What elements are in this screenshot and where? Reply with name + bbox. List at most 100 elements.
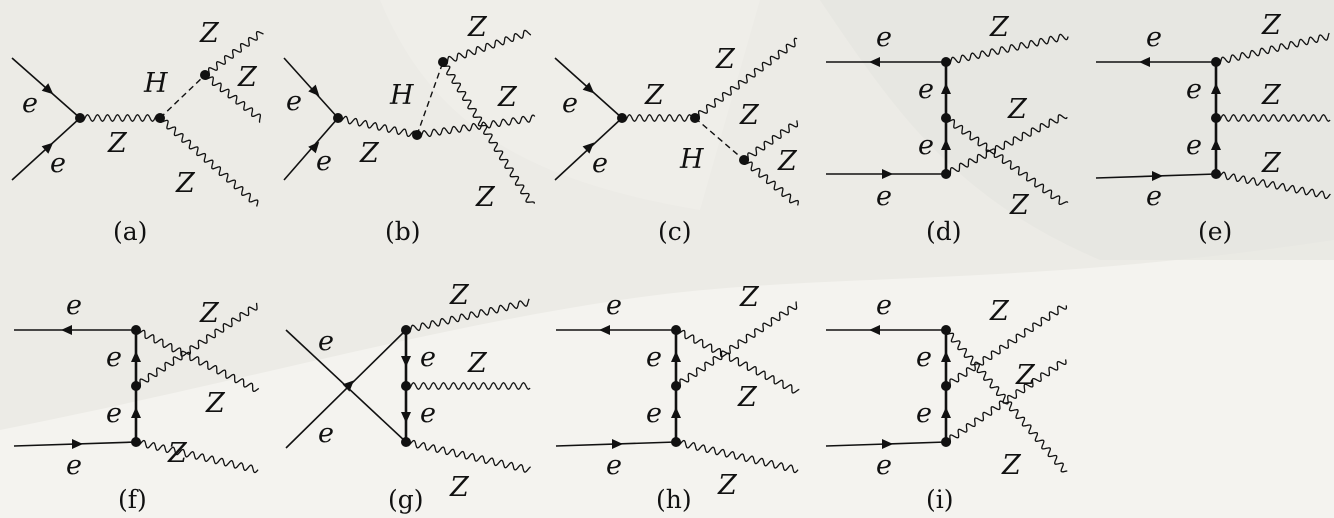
arrow-icon	[582, 142, 595, 154]
label: e	[66, 290, 82, 321]
vertex	[941, 437, 951, 447]
panel-caption: (h)	[656, 485, 692, 514]
panel-caption: (a)	[113, 217, 147, 246]
vertex	[1211, 113, 1221, 123]
vertex	[941, 57, 951, 67]
label: e	[562, 88, 578, 119]
arrow-icon	[882, 439, 893, 449]
arrow-icon	[941, 139, 951, 150]
label: e	[286, 86, 302, 117]
label: e	[50, 148, 66, 179]
label: e	[1146, 22, 1162, 53]
panel-caption: (e)	[1198, 217, 1232, 246]
panel-caption: (f)	[118, 485, 147, 514]
z-boson-line	[742, 159, 799, 206]
label: Z	[777, 146, 798, 177]
label: Z	[1007, 94, 1028, 125]
label: e	[318, 418, 334, 449]
arrow-icon	[41, 83, 54, 95]
label: e	[646, 398, 662, 429]
label: Z	[475, 182, 496, 213]
panel-b: e e Z H Z Z Z (b)	[283, 12, 536, 246]
arrow-icon	[308, 84, 320, 97]
label: e	[316, 146, 332, 177]
label: Z	[1015, 360, 1036, 391]
label: Z	[739, 282, 760, 313]
vertex	[1211, 169, 1221, 179]
z-propagator	[621, 114, 696, 122]
label: Z	[107, 128, 128, 159]
vertex	[131, 437, 141, 447]
label: e	[918, 74, 934, 105]
incoming-positron-line	[285, 329, 407, 449]
z-boson-line	[945, 117, 1069, 206]
arrow-icon	[599, 325, 610, 335]
arrow-icon	[941, 83, 951, 94]
panel-e: e e e e Z Z Z (e)	[1095, 10, 1331, 246]
label: e	[876, 22, 892, 53]
label: Z	[644, 80, 665, 111]
z-boson-line	[1215, 171, 1331, 200]
incoming-electron-line	[283, 57, 339, 119]
label: e	[646, 342, 662, 373]
label: Z	[175, 168, 196, 199]
vertex	[617, 113, 627, 123]
arrow-icon	[61, 325, 72, 335]
vertex	[412, 130, 422, 140]
label: Z	[739, 100, 760, 131]
vertex	[200, 70, 210, 80]
vertex	[671, 437, 681, 447]
arrow-icon	[869, 325, 880, 335]
arrow-icon	[671, 351, 681, 362]
higgs-propagator	[694, 117, 745, 161]
label: Z	[359, 138, 380, 169]
panel-caption: (g)	[388, 485, 424, 514]
z-boson-line	[405, 439, 531, 473]
arrow-icon	[612, 439, 623, 449]
label: e	[916, 342, 932, 373]
panel-c: e e Z Z Z H Z (c)	[554, 37, 799, 246]
z-boson-line	[945, 359, 1067, 445]
label: Z	[737, 382, 758, 413]
vertex	[75, 113, 85, 123]
arrow-icon	[869, 57, 880, 67]
label: Z	[199, 298, 220, 329]
label: e	[22, 88, 38, 119]
z-boson-line	[945, 114, 1068, 177]
z-boson-line	[743, 120, 799, 162]
label: e	[606, 290, 622, 321]
vertex	[739, 155, 749, 165]
arrow-icon	[131, 407, 141, 418]
vertex	[671, 381, 681, 391]
label: Z	[715, 44, 736, 75]
arrow-icon	[671, 407, 681, 418]
label: Z	[1261, 148, 1282, 179]
z-boson-line	[405, 382, 531, 390]
label: Z	[199, 18, 220, 49]
label: Z	[167, 438, 188, 469]
label: e	[592, 148, 608, 179]
z-boson-line	[135, 302, 258, 389]
label: Z	[497, 82, 518, 113]
label: e	[876, 181, 892, 212]
label: Z	[989, 296, 1010, 327]
arrow-icon	[342, 380, 354, 392]
label: e	[916, 398, 932, 429]
label: Z	[989, 12, 1010, 43]
z-boson-line	[675, 439, 799, 474]
z-propagator	[337, 115, 418, 138]
vertex	[155, 113, 165, 123]
z-boson-line	[442, 29, 532, 65]
vertex	[671, 325, 681, 335]
label: e	[66, 450, 82, 481]
label: Z	[1001, 450, 1022, 481]
label: Z	[1009, 190, 1030, 221]
vertex	[438, 57, 448, 67]
label: Z	[467, 348, 488, 379]
higgs-propagator	[159, 74, 206, 119]
label: e	[876, 450, 892, 481]
panel-caption: (i)	[926, 485, 954, 514]
arrow-icon	[41, 142, 54, 154]
z-boson-line	[675, 301, 798, 389]
label: Z	[1261, 80, 1282, 111]
